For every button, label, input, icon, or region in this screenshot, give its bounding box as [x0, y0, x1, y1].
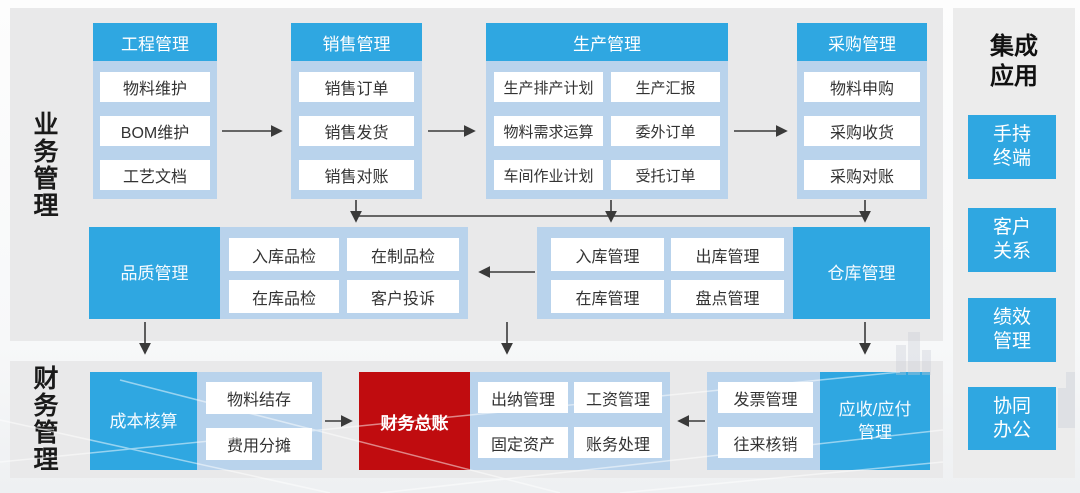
- module-box: 物料申购: [804, 72, 920, 102]
- module-box: 物料需求运算: [494, 116, 603, 146]
- engineering-header: 工程管理: [93, 23, 217, 61]
- module-box: 车间作业计划: [494, 160, 603, 190]
- sales-header: 销售管理: [291, 23, 422, 61]
- module-box: 采购收货: [804, 116, 920, 146]
- module-box: 客户投诉: [347, 280, 459, 313]
- module-box: 在制品检: [347, 238, 459, 271]
- business-management-label: 业务管理: [33, 111, 59, 220]
- column-engineering: 工程管理 物料维护 BOM维护 工艺文档: [93, 23, 217, 199]
- finance-management-label: 财务管理: [33, 365, 59, 474]
- module-box: 受托订单: [611, 160, 720, 190]
- collaboration-line1: 协同: [992, 395, 1031, 417]
- module-box: 在库品检: [229, 280, 339, 313]
- purchase-header: 采购管理: [797, 23, 927, 61]
- receivable-payable-group: 发票管理 往来核销 应收/应付 管理: [707, 372, 930, 470]
- module-box: 委外订单: [611, 116, 720, 146]
- integration-title: 集成 应用: [953, 32, 1075, 92]
- module-box: 出库管理: [671, 238, 784, 271]
- collaboration-line2: 办公: [992, 419, 1031, 441]
- ar-ap-management-box: 应收/应付 管理: [820, 372, 930, 470]
- crm-line2: 关系: [992, 241, 1031, 262]
- module-box: 发票管理: [718, 382, 813, 413]
- general-ledger-box: 财务总账: [359, 372, 470, 470]
- warehouse-management-box: 仓库管理: [793, 227, 930, 319]
- module-box: 固定资产: [478, 427, 568, 458]
- cost-accounting-box: 成本核算: [90, 372, 197, 470]
- performance-line1: 绩效: [992, 307, 1031, 328]
- column-purchase: 采购管理 物料申购 采购收货 采购对账: [797, 23, 927, 199]
- warehouse-management-group: 入库管理 出库管理 在库管理 盘点管理 仓库管理: [537, 227, 930, 319]
- module-box: 在库管理: [551, 280, 664, 313]
- module-box: 生产排产计划: [494, 72, 603, 102]
- module-box: 入库品检: [229, 238, 339, 271]
- module-box: 工资管理: [574, 382, 662, 413]
- module-box: 物料维护: [100, 72, 210, 102]
- module-box: 销售对账: [299, 160, 414, 190]
- performance-line2: 管理: [992, 331, 1031, 352]
- module-box: 入库管理: [551, 238, 664, 271]
- module-box: 出纳管理: [478, 382, 568, 413]
- integration-title-line2: 应用: [990, 63, 1038, 90]
- warehouse-management-title: 仓库管理: [827, 263, 896, 283]
- quality-management-title: 品质管理: [120, 263, 189, 283]
- handheld-terminal-box: 手持 终端: [968, 115, 1056, 179]
- module-box: 物料结存: [206, 382, 312, 414]
- module-box: 盘点管理: [671, 280, 784, 313]
- collaboration-office-box: 协同 办公: [968, 387, 1056, 450]
- module-box: 销售发货: [299, 116, 414, 146]
- module-box: 费用分摊: [206, 428, 312, 460]
- module-box: 采购对账: [804, 160, 920, 190]
- handheld-line1: 手持: [992, 124, 1031, 145]
- quality-management-group: 品质管理 入库品检 在制品检 在库品检 客户投诉: [89, 227, 468, 319]
- module-box: 账务处理: [574, 427, 662, 458]
- customer-relations-box: 客户 关系: [968, 208, 1056, 272]
- integration-title-line1: 集成: [990, 33, 1038, 60]
- performance-management-box: 绩效 管理: [968, 298, 1056, 362]
- general-ledger-title: 财务总账: [380, 413, 449, 433]
- module-box: 销售订单: [299, 72, 414, 102]
- quality-management-box: 品质管理: [89, 227, 220, 319]
- column-production: 生产管理 生产排产计划 物料需求运算 车间作业计划 生产汇报 委外订单 受托订单: [486, 23, 728, 199]
- handheld-line2: 终端: [992, 148, 1031, 169]
- ar-ap-title-line1: 应收/应付: [838, 400, 912, 419]
- module-box: 生产汇报: [611, 72, 720, 102]
- ar-ap-title-line2: 管理: [858, 423, 892, 442]
- production-header: 生产管理: [486, 23, 728, 61]
- module-box: 往来核销: [718, 427, 813, 458]
- cost-accounting-group: 成本核算 物料结存 费用分摊: [90, 372, 322, 470]
- module-box: 工艺文档: [100, 160, 210, 190]
- column-sales: 销售管理 销售订单 销售发货 销售对账: [291, 23, 422, 199]
- cost-accounting-title: 成本核算: [109, 411, 178, 431]
- cashier-finance-group: 出纳管理 工资管理 固定资产 账务处理: [470, 372, 670, 470]
- module-box: BOM维护: [100, 116, 210, 146]
- crm-line1: 客户: [992, 217, 1031, 238]
